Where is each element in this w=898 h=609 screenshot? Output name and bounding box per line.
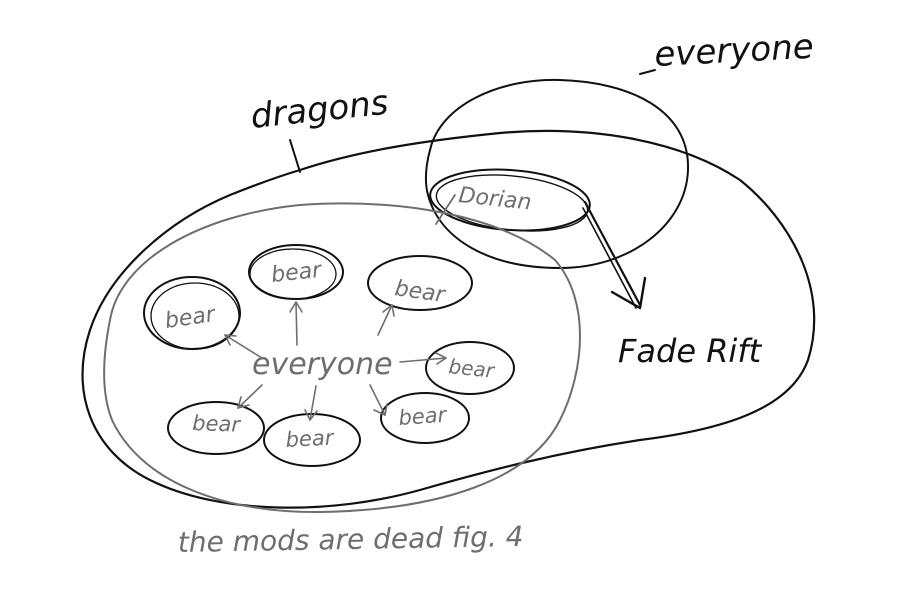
everyone-pointer: [639, 69, 656, 75]
bear-label: bear: [163, 302, 218, 334]
fade-rift-label: Fade Rift: [618, 332, 763, 370]
everyone-outer-label: everyone: [653, 27, 814, 75]
caption: the mods are dead fig. 4: [178, 520, 524, 559]
everyone-inner-label: everyone: [252, 347, 393, 382]
everyone-circle: [424, 78, 690, 269]
dorian-to-fade-rift-arrow: [583, 200, 642, 307]
dorian-label: Dorian: [457, 183, 532, 215]
bear-ellipse-6: [263, 413, 361, 467]
bear-label: bear: [285, 425, 335, 452]
bear-label: bear: [270, 258, 324, 288]
everyone-to-bear-arrows: [224, 301, 447, 421]
bear-group: [143, 244, 515, 467]
dorian-mods-connector: [435, 194, 456, 225]
bear-ellipse-5: [380, 392, 470, 444]
bear-label: bear: [192, 411, 242, 437]
dragons-label: dragons: [249, 83, 390, 137]
bear-label: bear: [447, 354, 497, 383]
bear-ellipse-3: [367, 255, 473, 311]
bear-ellipse-7: [167, 401, 265, 455]
bear-label: bear: [398, 403, 449, 430]
mods-region: [103, 202, 581, 514]
bear-ellipse-4: [425, 341, 515, 395]
dragons-region: [81, 129, 816, 509]
bear-label: bear: [393, 276, 448, 308]
dragons-pointer: [289, 139, 301, 173]
